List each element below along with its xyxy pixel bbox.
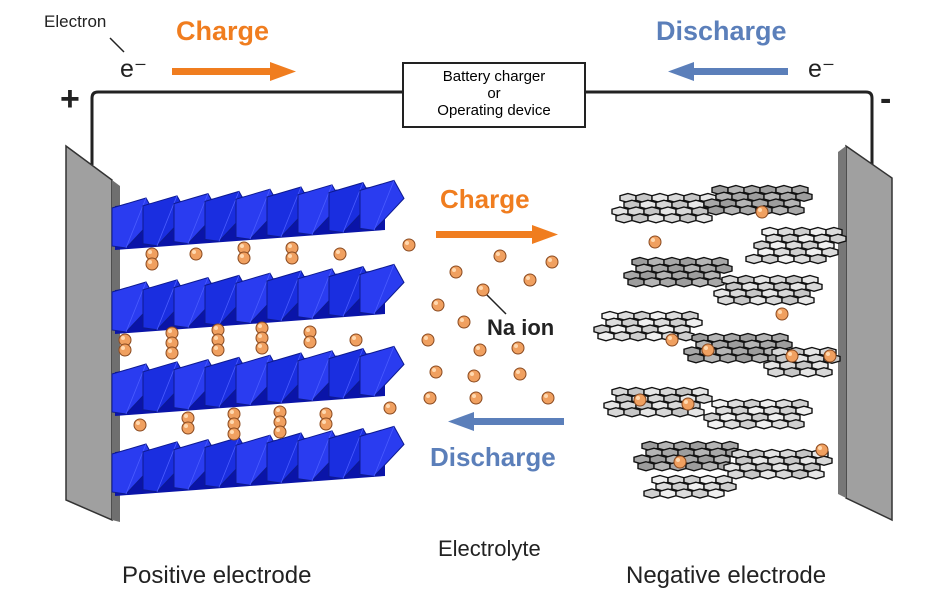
na-ion-icon xyxy=(457,315,471,329)
negative-terminal-sign: - xyxy=(880,80,892,118)
graphene-sheet-icon xyxy=(683,332,793,364)
layered-oxide-icon xyxy=(111,179,405,250)
na-ion-icon xyxy=(775,307,789,321)
na-ion-icon xyxy=(467,369,481,383)
na-ion-icon xyxy=(165,326,179,340)
na-ion-icon xyxy=(227,427,241,441)
na-ion-icon xyxy=(815,443,829,457)
circuit-wire xyxy=(90,90,874,165)
na-ion-icon xyxy=(648,235,662,249)
na-ion-icon xyxy=(681,397,695,411)
na-ion-pointer xyxy=(483,291,507,315)
charger-line1: Battery charger xyxy=(442,68,546,85)
na-ion-icon xyxy=(165,346,179,360)
na-ion-icon xyxy=(511,341,525,355)
na-ion-icon xyxy=(237,251,251,265)
discharge-arrow-icon xyxy=(668,62,788,81)
layered-oxide-icon xyxy=(111,345,405,416)
na-ion-icon xyxy=(673,455,687,469)
positive-electrode-label: Positive electrode xyxy=(122,562,312,589)
negative-electrode-label: Negative electrode xyxy=(626,562,827,589)
graphene-sheet-icon xyxy=(713,274,823,306)
na-ion-icon xyxy=(333,247,347,261)
na-ion-icon xyxy=(785,349,799,363)
na-ion-icon xyxy=(181,411,195,425)
na-ion-icon xyxy=(383,401,397,415)
graphene-sheet-icon xyxy=(703,398,813,430)
charger-line3: Operating device xyxy=(437,102,551,119)
discharge-label-top: Discharge xyxy=(656,16,787,46)
graphene-sheet-icon xyxy=(623,256,733,288)
discharge-arrow-icon xyxy=(448,412,564,431)
na-ion-icon xyxy=(665,333,679,347)
na-ions xyxy=(118,205,837,469)
na-ion-icon xyxy=(273,425,287,439)
na-ion-icon xyxy=(303,335,317,349)
na-ion-icon xyxy=(402,238,416,252)
charge-arrow-icon xyxy=(436,225,558,244)
na-ion-icon xyxy=(429,365,443,379)
electron-label: Electron xyxy=(44,12,107,31)
na-ion-icon xyxy=(189,247,203,261)
electron-symbol-left: e⁻ xyxy=(120,55,148,83)
na-ion-icon xyxy=(421,333,435,347)
na-ion-icon xyxy=(476,283,490,297)
graphene-sheet-icon xyxy=(643,474,737,499)
positive-electrode-layers xyxy=(111,179,405,496)
graphene-sheet-icon xyxy=(593,310,703,342)
na-ion-icon xyxy=(211,343,225,357)
positive-current-collector xyxy=(65,144,113,522)
positive-terminal-sign: + xyxy=(60,80,80,118)
na-ion-icon xyxy=(541,391,555,405)
na-ion-icon xyxy=(755,205,769,219)
na-ion-icon xyxy=(145,257,159,271)
electrolyte-label: Electrolyte xyxy=(438,536,541,561)
na-ion-icon xyxy=(118,343,132,357)
graphene-sheet-icon xyxy=(611,192,721,224)
graphene-sheet-icon xyxy=(603,386,713,418)
charger-line2: or xyxy=(487,85,501,102)
na-ion-icon xyxy=(423,391,437,405)
na-ion-icon xyxy=(165,336,179,350)
na-ion-icon xyxy=(133,418,147,432)
layered-oxide-icon xyxy=(111,425,405,496)
na-ion-label: Na ion xyxy=(487,315,555,340)
negative-current-collector xyxy=(845,144,893,522)
na-ion-icon xyxy=(431,298,445,312)
electron-symbol-right: e⁻ xyxy=(808,55,836,83)
na-ion-icon xyxy=(513,367,527,381)
na-ion-icon xyxy=(473,343,487,357)
graphene-sheet-icon xyxy=(745,226,847,265)
na-ion-icon xyxy=(823,349,837,363)
negative-electrode-sheets xyxy=(593,184,847,499)
na-ion-icon xyxy=(255,341,269,355)
charge-label-top: Charge xyxy=(176,16,270,46)
layered-oxide-icon xyxy=(111,263,405,334)
na-ion-icon xyxy=(319,417,333,431)
na-ion-icon xyxy=(469,391,483,405)
charge-label-middle: Charge xyxy=(440,184,530,214)
na-ion-icon xyxy=(285,251,299,265)
graphene-sheet-icon xyxy=(703,184,813,216)
na-ion-icon xyxy=(545,255,559,269)
na-ion-icon xyxy=(633,393,647,407)
battery-charger-box: Battery charger or Operating device xyxy=(402,62,586,128)
na-ion-icon xyxy=(701,343,715,357)
na-ion-icon xyxy=(523,273,537,287)
electron-pointer xyxy=(109,37,125,53)
graphene-sheet-icon xyxy=(723,448,833,480)
na-ion-icon xyxy=(449,265,463,279)
na-ion-icon xyxy=(181,421,195,435)
na-ion-icon xyxy=(493,249,507,263)
charge-arrow-icon xyxy=(172,62,296,81)
na-ion-icon xyxy=(349,333,363,347)
na-ion-icon xyxy=(273,415,287,429)
discharge-label-middle: Discharge xyxy=(430,442,556,472)
